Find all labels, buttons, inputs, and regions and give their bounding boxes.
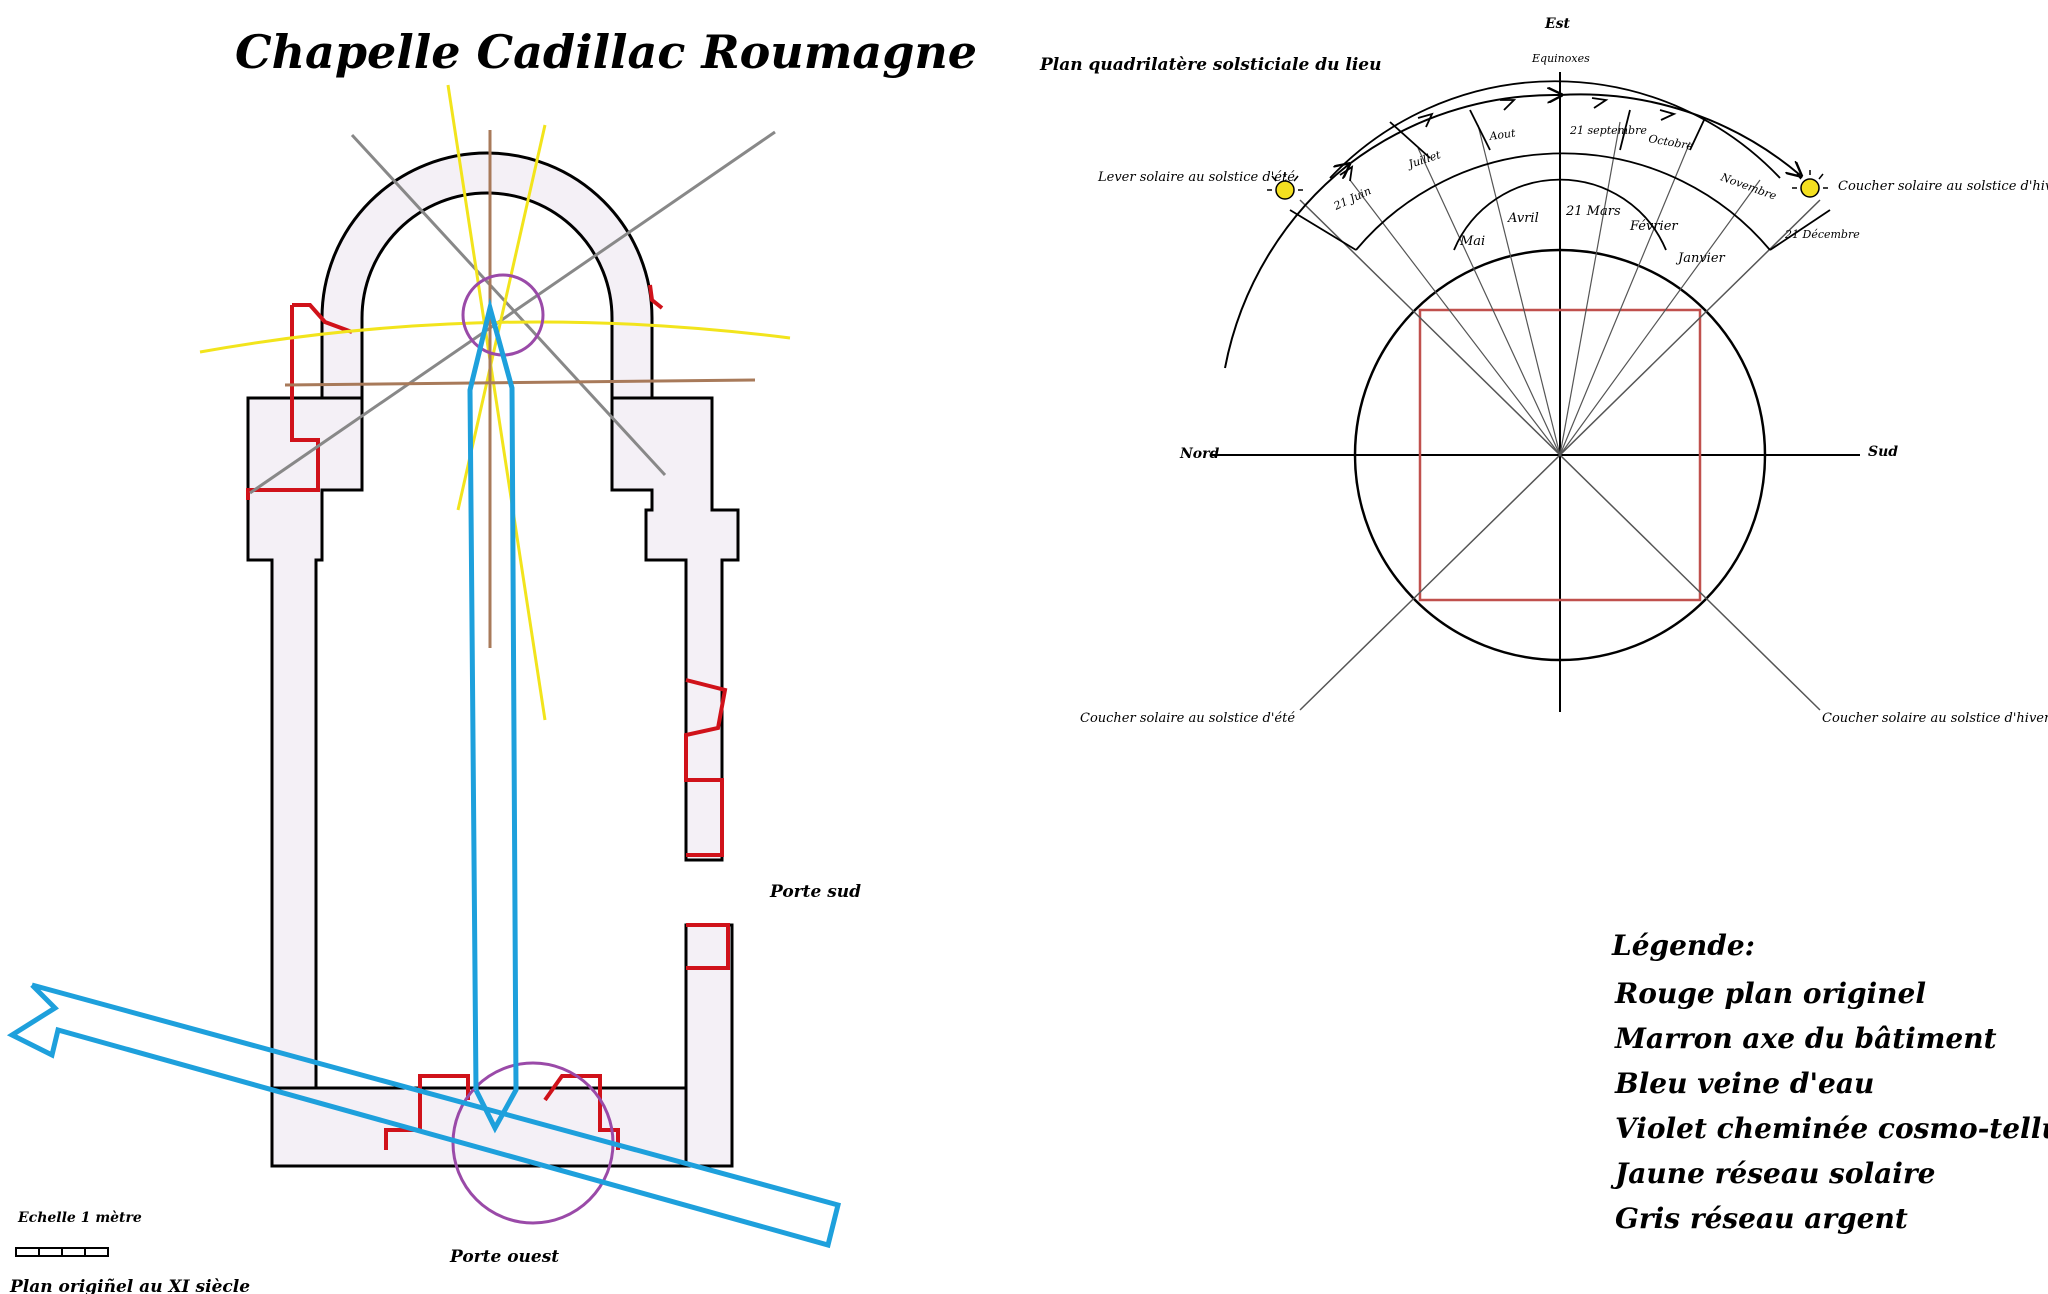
north-label: Nord: [1179, 446, 1220, 462]
lever-ete-label: Lever solaire au solstice d'été: [1097, 170, 1295, 185]
sun-path-arrows: [1339, 97, 1677, 182]
month-rays: [1349, 121, 1761, 456]
month-label: Novembre: [1718, 170, 1779, 203]
coucher-ete-label: Coucher solaire au solstice d'été: [1080, 711, 1295, 726]
legend: Légende: Rouge plan originel Marron axe …: [1610, 929, 2048, 1235]
plan-title: Chapelle Cadillac Roumagne: [235, 25, 977, 79]
month-label: 21 Décembre: [1784, 228, 1860, 241]
legend-item: Marron axe du bâtiment: [1614, 1022, 1997, 1055]
equinoxes-label: Equinoxes: [1531, 52, 1590, 65]
month-label: Octobre: [1647, 132, 1694, 153]
legend-title: Légende:: [1611, 929, 1755, 962]
compass-axes: [1210, 72, 1860, 712]
south-label: Sud: [1868, 444, 1898, 460]
original-plan-red: [246, 284, 730, 1150]
month-label: Janvier: [1675, 251, 1726, 266]
legend-item: Violet cheminée cosmo-tellurique: [1615, 1112, 2048, 1145]
building-axis-lines: [284, 130, 756, 648]
month-label: Mai: [1459, 234, 1485, 249]
east-label: Est: [1544, 16, 1571, 32]
silver-network-lines: [249, 130, 776, 495]
scale-label: Echelle 1 mètre: [17, 1210, 142, 1226]
porte-sud-label: Porte sud: [769, 882, 861, 902]
legend-item: Bleu veine d'eau: [1614, 1067, 1874, 1100]
month-label: Février: [1629, 219, 1678, 234]
scale-bar: Echelle 1 mètre: [15, 1210, 142, 1257]
solstice-title: Plan quadrilatère solsticiale du lieu: [1039, 55, 1381, 75]
central-circle: [1353, 248, 1767, 662]
outer-ring-labels: 21 Juin Juillet Aout 21 septembre Octobr…: [1331, 124, 1860, 241]
month-label: 21 septembre: [1569, 124, 1647, 137]
legend-item: Jaune réseau solaire: [1610, 1157, 1935, 1190]
legend-item: Gris réseau argent: [1615, 1202, 1908, 1235]
water-vein: [6, 298, 842, 1249]
chapel-walls: [246, 151, 740, 1168]
sun-path-arc: [1224, 94, 1800, 369]
month-label: Avril: [1507, 211, 1539, 226]
sun-icon: [1267, 172, 1303, 200]
month-label: 21 Juin: [1331, 184, 1373, 213]
sun-icon: [1792, 170, 1828, 198]
solstitial-square: [1418, 308, 1702, 602]
coucher-hiver-top-label: Coucher solaire au solstice d'hiver: [1838, 179, 2048, 194]
inner-ring-labels: Mai Avril 21 Mars Février Janvier: [1459, 204, 1726, 266]
month-label: Aout: [1488, 126, 1517, 143]
plan-caption: Plan origiñel au XI siècle: [9, 1277, 250, 1294]
month-label: 21 Mars: [1565, 204, 1621, 219]
chapel-plan: Chapelle Cadillac Roumagne: [6, 25, 977, 1294]
porte-ouest-label: Porte ouest: [449, 1247, 559, 1267]
solstice-diagram: Plan quadrilatère solsticiale du lieu: [1039, 16, 2048, 726]
coucher-hiver-bottom-label: Coucher solaire au solstice d'hiver: [1822, 711, 2048, 726]
legend-item: Rouge plan originel: [1614, 977, 1926, 1010]
